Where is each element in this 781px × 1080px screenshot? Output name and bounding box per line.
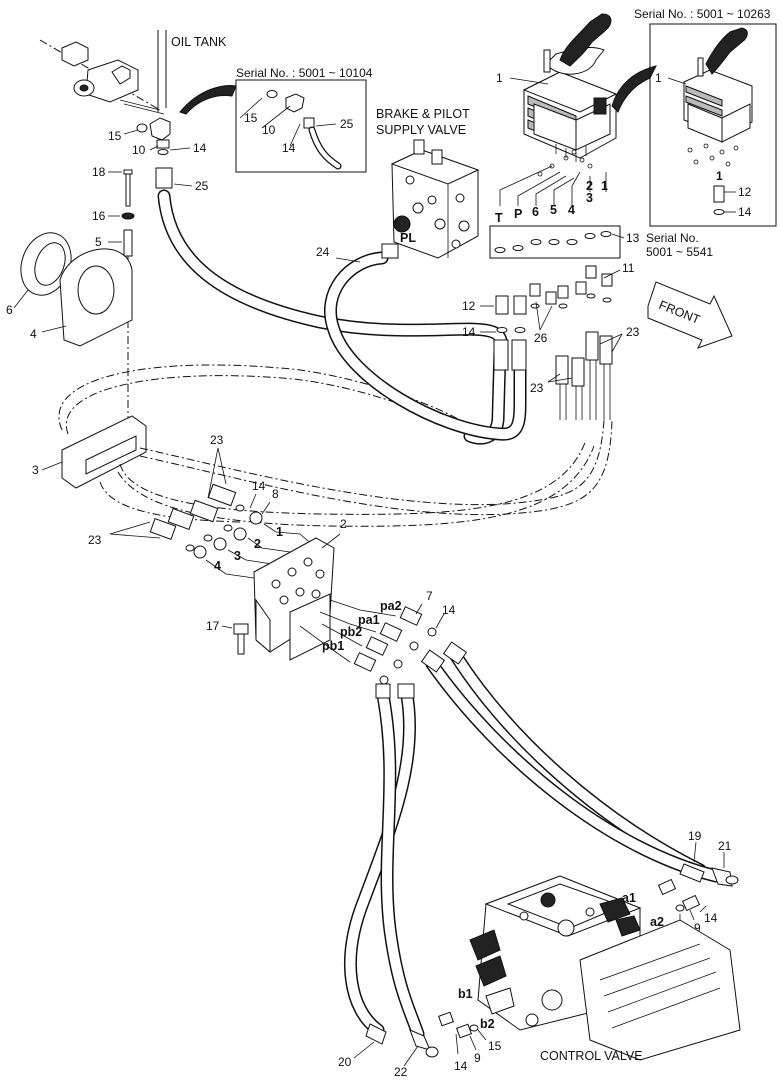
port-a2: a2 bbox=[650, 915, 664, 929]
bracket-2 bbox=[253, 533, 341, 661]
callout-14-e: 14 bbox=[454, 1059, 468, 1073]
callout-11: 11 bbox=[622, 261, 635, 275]
pilot-joystick bbox=[522, 13, 618, 162]
port-pa1: pa1 bbox=[358, 613, 380, 627]
elbow-19-21 bbox=[679, 841, 739, 887]
tank-elbow-fitting bbox=[123, 117, 193, 189]
callout-14-b: 14 bbox=[462, 325, 476, 339]
callout-19: 19 bbox=[688, 829, 702, 843]
hose-clamp bbox=[41, 415, 147, 489]
callout-8: 8 bbox=[272, 487, 279, 501]
callout-18: 18 bbox=[92, 165, 106, 179]
hose-24 bbox=[323, 251, 527, 441]
callout-21: 21 bbox=[718, 839, 732, 853]
port-4: 4 bbox=[568, 203, 575, 217]
joystick-hose-ends bbox=[493, 331, 623, 420]
port-2: 2 bbox=[586, 179, 593, 193]
callout-23-d: 23 bbox=[88, 533, 102, 547]
callout-6: 6 bbox=[6, 303, 13, 317]
serial-note-mid-line1: Serial No. bbox=[646, 231, 699, 245]
oil-tank bbox=[39, 30, 167, 115]
port-b2: b2 bbox=[480, 1017, 495, 1031]
line-num-4: 4 bbox=[214, 559, 221, 573]
callout-7: 7 bbox=[426, 589, 433, 603]
callout-16: 16 bbox=[92, 209, 106, 223]
oil-tank-label: OIL TANK bbox=[171, 35, 227, 49]
port-T: T bbox=[495, 211, 503, 225]
callout-23-a: 23 bbox=[626, 325, 640, 339]
callout-10: 10 bbox=[132, 143, 146, 157]
port-6: 6 bbox=[532, 205, 539, 219]
brake-valve-label-line1: BRAKE & PILOT bbox=[376, 107, 470, 121]
serial-note-inset: Serial No. : 5001 ~ 10104 bbox=[236, 66, 373, 80]
port-pl: PL bbox=[400, 231, 416, 245]
callout-25: 25 bbox=[195, 179, 209, 193]
control-valve-fittings-b bbox=[438, 1011, 487, 1055]
callout-1-main: 1 bbox=[496, 71, 503, 85]
brake-pilot-supply-valve bbox=[381, 139, 480, 259]
port-pb2: pb2 bbox=[340, 625, 362, 639]
callout-22: 22 bbox=[394, 1065, 408, 1079]
front-arrow bbox=[647, 281, 733, 349]
callout-2: 2 bbox=[340, 517, 347, 531]
callout-12-inset: 12 bbox=[738, 185, 752, 199]
callout-14-a: 14 bbox=[193, 141, 207, 155]
line-num-2: 2 bbox=[254, 537, 261, 551]
bolt-17 bbox=[221, 623, 249, 655]
serial-note-top-right: Serial No. : 5001 ~ 10263 bbox=[634, 7, 771, 21]
joystick-fittings bbox=[480, 265, 621, 333]
callout-25-inset: 25 bbox=[340, 117, 354, 131]
callout-12: 12 bbox=[462, 299, 476, 313]
callout-15-inset: 15 bbox=[244, 111, 258, 125]
inset-joystick bbox=[649, 23, 777, 227]
callout-20: 20 bbox=[338, 1055, 352, 1069]
callout-24: 24 bbox=[316, 245, 330, 259]
elbow-20-22 bbox=[353, 1023, 439, 1067]
port-5: 5 bbox=[550, 203, 557, 217]
o-ring-set bbox=[489, 225, 625, 259]
inset-tank-fitting bbox=[179, 79, 367, 173]
callout-1-inset: 1 bbox=[655, 71, 662, 85]
port-b1: b1 bbox=[458, 987, 473, 1001]
port-pb1: pb1 bbox=[322, 639, 344, 653]
grommet-and-bracket bbox=[13, 232, 133, 347]
brake-valve-label-line2: SUPPLY VALVE bbox=[376, 123, 466, 137]
callout-23-b: 23 bbox=[530, 381, 544, 395]
callout-15: 15 bbox=[108, 129, 122, 143]
callout-3: 3 bbox=[32, 463, 39, 477]
callout-5: 5 bbox=[95, 235, 102, 249]
callout-14-inset: 14 bbox=[282, 141, 296, 155]
port-label-inset-1: 1 bbox=[716, 169, 723, 183]
port-1: 1 bbox=[601, 179, 608, 193]
callout-15-b: 15 bbox=[488, 1039, 502, 1053]
line-num-3: 3 bbox=[234, 549, 241, 563]
callout-23-c: 23 bbox=[210, 433, 224, 447]
callout-14-d: 14 bbox=[442, 603, 456, 617]
callout-14-f: 14 bbox=[704, 911, 718, 925]
pilot-port-fittings bbox=[299, 599, 445, 685]
port-3: 3 bbox=[586, 191, 593, 205]
port-a1: a1 bbox=[622, 891, 636, 905]
callout-17: 17 bbox=[206, 619, 220, 633]
control-hoses bbox=[343, 641, 723, 1041]
callout-13: 13 bbox=[626, 231, 640, 245]
port-P: P bbox=[514, 207, 522, 221]
callout-4: 4 bbox=[30, 327, 37, 341]
callout-10-inset: 10 bbox=[262, 123, 276, 137]
control-valve bbox=[469, 875, 741, 1061]
control-valve-label: CONTROL VALVE bbox=[540, 1049, 643, 1063]
callout-14-inset-b: 14 bbox=[738, 205, 752, 219]
callout-9-a: 9 bbox=[474, 1051, 481, 1065]
callout-14-c: 14 bbox=[252, 479, 266, 493]
callout-26: 26 bbox=[534, 331, 548, 345]
joystick-port-leaders bbox=[499, 149, 607, 206]
callout-9-b: 9 bbox=[694, 921, 701, 935]
serial-note-mid-line2: 5001 ~ 5541 bbox=[646, 245, 713, 259]
port-pa2: pa2 bbox=[380, 599, 402, 613]
line-num-1: 1 bbox=[276, 525, 283, 539]
